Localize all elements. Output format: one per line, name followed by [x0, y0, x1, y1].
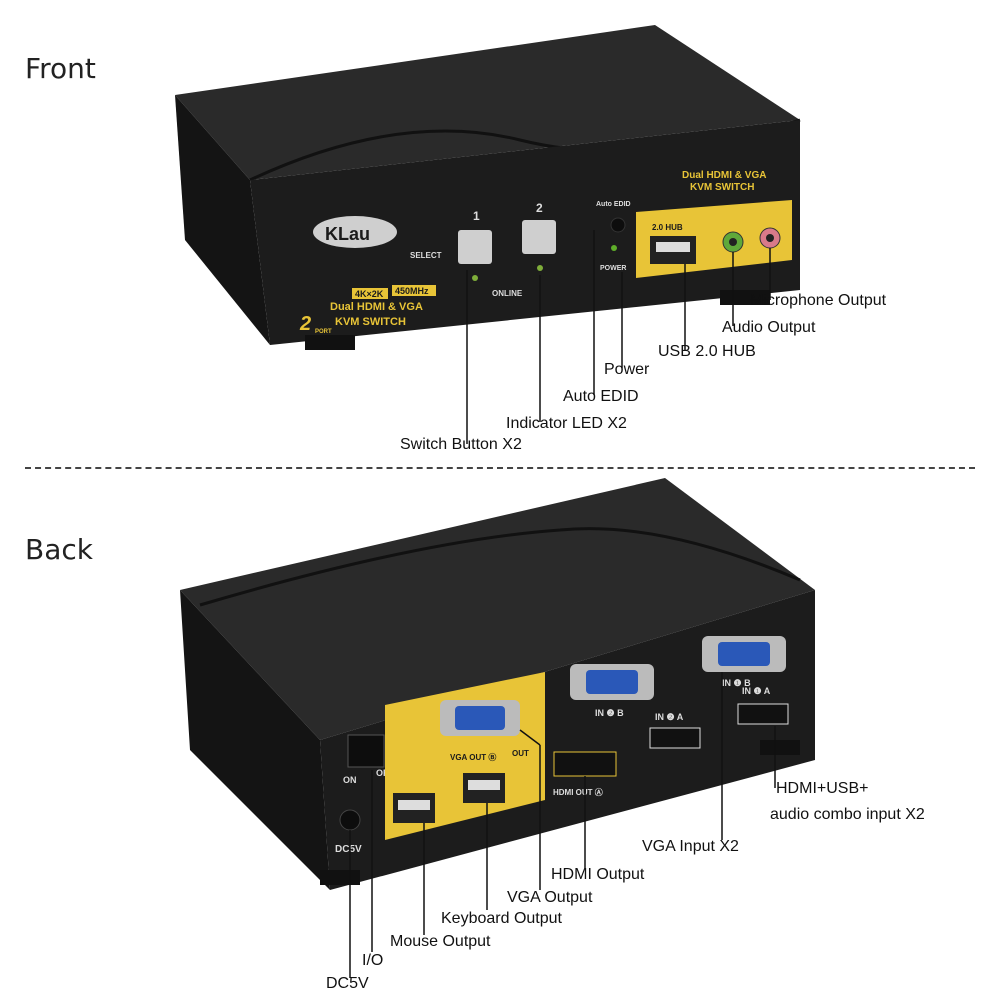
switch-button-1 [458, 230, 492, 264]
badge-freq: 450MHz [395, 286, 429, 296]
callout-hdmi-usb-audio-2: audio combo input X2 [770, 806, 925, 823]
front-model-line1: Dual HDMI & VGA [330, 301, 423, 313]
port-count: 2 [299, 313, 311, 335]
back-section-title: Back [25, 533, 93, 566]
callout-vga-input: VGA Input X2 [642, 838, 739, 855]
vga-out-label: VGA OUT Ⓑ [450, 752, 496, 762]
badge-4k-bg [352, 288, 388, 299]
callout-keyboard-output: Keyboard Output [441, 910, 562, 927]
callout-dc5v: DC5V [326, 975, 369, 992]
power-switch [347, 734, 385, 768]
callout-usb-hub: USB 2.0 HUB [658, 343, 756, 360]
port-word: PORT [315, 329, 332, 335]
on-label: ON [343, 775, 357, 785]
button2-number: 2 [536, 201, 543, 215]
callout-hdmi-usb-audio-1: HDMI+USB+ [776, 780, 869, 797]
front-model-line2: KVM SWITCH [335, 316, 406, 328]
switch-button-2 [522, 220, 556, 254]
front-right-model2: KVM SWITCH [690, 182, 754, 193]
out-label: OUT [512, 749, 529, 758]
back-top-surface [180, 478, 815, 740]
callout-microphone-output: Microphone Output [750, 292, 887, 309]
led-2 [537, 265, 543, 271]
hdmi-in1-port [737, 703, 789, 725]
front-right-model1: Dual HDMI & VGA [682, 170, 766, 181]
power-panel-label: POWER [600, 265, 626, 272]
in1b-label: IN ❶ B [722, 678, 751, 688]
front-usb-tongue [656, 242, 690, 252]
online-label: ONLINE [492, 289, 523, 298]
back-left-side [180, 590, 330, 890]
front-top-surface [175, 25, 800, 180]
led-1 [472, 275, 478, 281]
in2b-label: IN ❷ B [595, 708, 624, 718]
brand-logo-text: KLau [325, 224, 370, 244]
front-section-title: Front [25, 52, 96, 85]
callout-io: I/O [362, 952, 384, 969]
hdmi-out-port [553, 751, 617, 777]
in2a-label: IN ❷ A [655, 712, 684, 722]
callout-switch-button: Switch Button X2 [400, 436, 522, 453]
section-divider [25, 467, 975, 469]
button1-number: 1 [473, 209, 480, 223]
hdmi-out-label: HDMI OUT Ⓐ [553, 787, 603, 797]
callout-hdmi-output: HDMI Output [551, 866, 645, 883]
auto-edid-button [610, 217, 626, 233]
hub-label: 2.0 HUB [652, 223, 683, 232]
callout-mouse-output: Mouse Output [390, 933, 491, 950]
hdmi-in2-port [649, 727, 701, 749]
callout-power: Power [604, 361, 650, 378]
front-foot-left [305, 335, 355, 350]
auto-edid-panel-label: Auto EDID [596, 201, 631, 208]
select-label: SELECT [410, 251, 442, 260]
callout-auto-edid: Auto EDID [563, 388, 639, 405]
power-led [611, 245, 617, 251]
badge-freq-bg [392, 285, 436, 296]
callout-indicator-led: Indicator LED X2 [506, 415, 627, 432]
callout-vga-output: VGA Output [507, 889, 593, 906]
brand-logo [313, 216, 397, 248]
dc5v-panel-label: DC5V [335, 844, 362, 855]
badge-4k: 4K×2K [355, 289, 384, 299]
front-left-side [175, 95, 270, 345]
in1a-label: IN ❶ A [742, 686, 771, 696]
callout-audio-output: Audio Output [722, 319, 816, 336]
